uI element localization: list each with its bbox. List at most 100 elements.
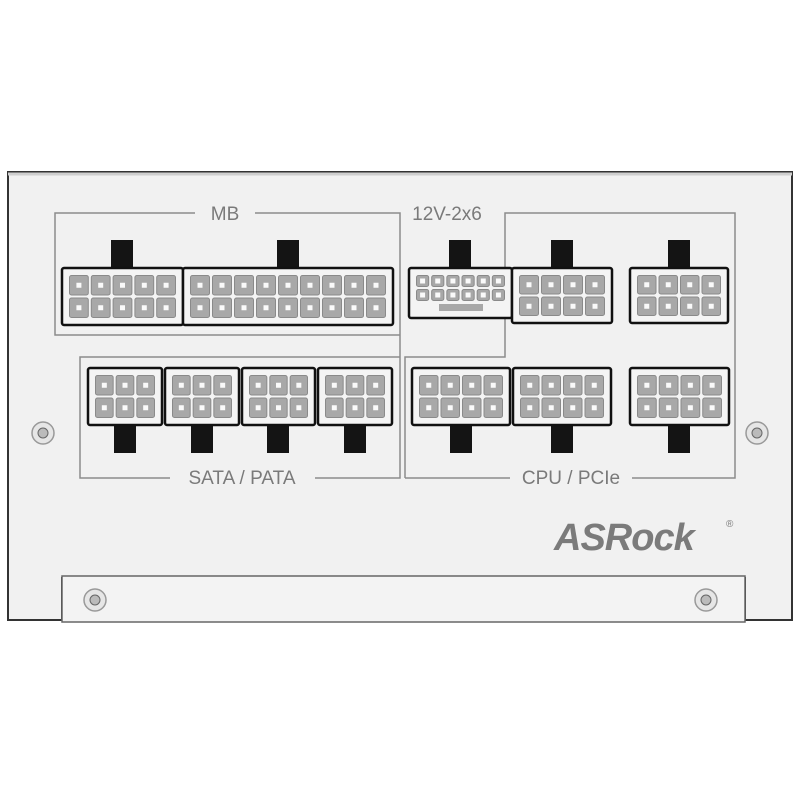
pin	[352, 382, 358, 388]
pin	[199, 405, 205, 411]
pin	[199, 382, 205, 388]
pin	[426, 382, 432, 388]
pin	[687, 405, 693, 411]
pin	[465, 292, 471, 298]
panel-lip	[61, 575, 746, 623]
latch	[668, 240, 690, 268]
sata-pata-label: SATA / PATA	[189, 468, 296, 489]
pin	[420, 278, 426, 284]
12v-2x6-connector[interactable]	[407, 240, 514, 320]
pin	[548, 405, 554, 411]
screw-icon	[694, 588, 718, 612]
pin	[373, 405, 379, 411]
screw-icon	[31, 421, 55, 445]
pin	[329, 305, 335, 311]
pin	[490, 405, 496, 411]
sata-connector-2[interactable]	[163, 366, 241, 453]
pin	[331, 382, 337, 388]
pin	[447, 382, 453, 388]
pcie-cpu-top-connector-1[interactable]	[510, 240, 614, 325]
mb-label: MB	[211, 204, 240, 225]
pin	[285, 282, 291, 288]
cpu-pcie-connector-3[interactable]	[628, 366, 731, 453]
pin	[570, 405, 576, 411]
pin	[548, 382, 554, 388]
pin	[526, 303, 532, 309]
pin	[76, 282, 82, 288]
latch	[449, 240, 471, 268]
pin	[480, 292, 486, 298]
pin	[687, 282, 693, 288]
pin	[163, 282, 169, 288]
svg-text:ASRock: ASRock	[553, 517, 697, 559]
sata-connector-4[interactable]	[316, 366, 394, 453]
pin	[435, 278, 441, 284]
pin	[708, 282, 714, 288]
pin	[548, 282, 554, 288]
latch	[551, 240, 573, 268]
pin	[644, 382, 650, 388]
pcie-cpu-top-connector-2[interactable]	[628, 240, 730, 325]
pin	[495, 278, 501, 284]
section-outlines	[54, 212, 736, 479]
pin	[469, 382, 475, 388]
pin	[141, 282, 147, 288]
pin	[178, 382, 184, 388]
pin	[163, 305, 169, 311]
screw-icon	[83, 588, 107, 612]
pin	[276, 405, 281, 411]
pin	[122, 405, 128, 411]
pin	[351, 282, 357, 288]
pin	[666, 382, 672, 388]
pin	[285, 305, 291, 311]
pin	[220, 382, 226, 388]
pin	[373, 305, 379, 311]
pin	[219, 305, 225, 311]
pin	[591, 405, 597, 411]
pin	[329, 282, 335, 288]
pin	[373, 282, 379, 288]
pin	[570, 382, 576, 388]
pin	[420, 292, 426, 298]
pin	[644, 405, 650, 411]
pin	[197, 282, 203, 288]
pin	[666, 405, 672, 411]
sense-pins	[439, 304, 483, 311]
latch	[191, 425, 213, 453]
pin	[98, 305, 104, 311]
pin	[687, 303, 693, 309]
pin	[526, 282, 532, 288]
sata-connector-1[interactable]	[86, 366, 164, 453]
pin	[122, 382, 128, 388]
latch	[267, 425, 289, 453]
cpu-pcie-connector-2[interactable]	[511, 366, 613, 453]
pin	[241, 305, 247, 311]
pin	[592, 303, 598, 309]
pin	[76, 305, 82, 311]
pin	[665, 282, 671, 288]
cpu-pcie-connector-1[interactable]	[410, 366, 512, 453]
pin	[143, 405, 149, 411]
pin	[178, 405, 184, 411]
pin	[296, 382, 302, 388]
pin	[101, 382, 107, 388]
pin	[120, 305, 125, 311]
sata-connector-3[interactable]	[240, 366, 317, 453]
pin	[527, 382, 533, 388]
pin	[263, 305, 269, 311]
pin	[592, 282, 598, 288]
pin	[570, 303, 576, 309]
pin	[495, 292, 501, 298]
mb-18pin-connector[interactable]	[181, 240, 395, 327]
pin	[101, 405, 107, 411]
pin	[665, 303, 671, 309]
12v-2x6-label: 12V-2x6	[412, 204, 482, 225]
pin	[220, 405, 226, 411]
pin	[465, 278, 471, 284]
pin	[263, 282, 269, 288]
latch	[277, 240, 299, 268]
pin	[351, 305, 357, 311]
cpu-pcie-label: CPU / PCIe	[522, 468, 620, 489]
pin	[469, 405, 475, 411]
pin	[687, 382, 693, 388]
